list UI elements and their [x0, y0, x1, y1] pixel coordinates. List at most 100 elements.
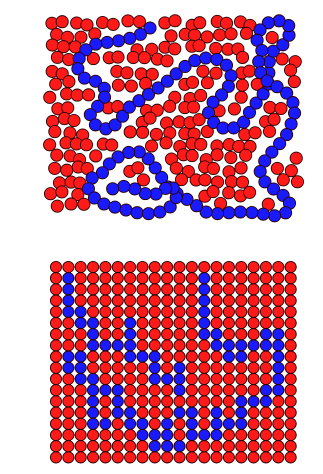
solvent-particle: [44, 91, 56, 103]
solvent-particle: [125, 373, 136, 384]
polymer-bead: [174, 407, 185, 418]
solvent-particle: [174, 351, 185, 362]
solvent-particle: [75, 452, 86, 463]
solvent-particle: [137, 126, 149, 138]
solvent-particle: [50, 396, 61, 407]
polymer-bead: [129, 183, 141, 195]
solvent-particle: [50, 418, 61, 429]
polymer-bead: [87, 373, 98, 384]
polymer-bead: [137, 351, 148, 362]
solvent-particle: [100, 273, 111, 284]
solvent-particle: [199, 261, 210, 272]
polymer-bead: [223, 418, 234, 429]
solvent-particle: [63, 418, 74, 429]
solvent-particle: [273, 273, 284, 284]
solvent-particle: [100, 441, 111, 452]
solvent-particle: [284, 64, 296, 76]
polymer-bead: [125, 418, 136, 429]
polymer-bead: [112, 407, 123, 418]
solvent-particle: [149, 306, 160, 317]
solvent-particle: [75, 441, 86, 452]
solvent-particle: [87, 362, 98, 373]
polymer-bead: [174, 373, 185, 384]
solvent-particle: [50, 295, 61, 306]
solvent-particle: [133, 16, 145, 28]
solvent-particle: [75, 284, 86, 295]
solvent-particle: [112, 261, 123, 272]
solvent-particle: [260, 452, 271, 463]
polymer-bead: [63, 295, 74, 306]
solvent-particle: [186, 351, 197, 362]
polymer-bead: [125, 340, 136, 351]
polymer-bead: [211, 429, 222, 440]
polymer-bead: [211, 418, 222, 429]
solvent-particle: [125, 261, 136, 272]
solvent-particle: [112, 306, 123, 317]
solvent-particle: [260, 441, 271, 452]
solvent-particle: [100, 452, 111, 463]
solvent-particle: [137, 407, 148, 418]
solvent-particle: [240, 27, 252, 39]
polymer-bead: [257, 208, 269, 220]
solvent-particle: [223, 396, 234, 407]
solvent-particle: [207, 162, 219, 174]
solvent-particle: [285, 418, 296, 429]
solvent-particle: [122, 15, 134, 27]
solvent-particle: [50, 284, 61, 295]
solvent-particle: [291, 176, 303, 188]
polymer-bead: [162, 373, 173, 384]
solvent-particle: [87, 273, 98, 284]
polymer-bead: [75, 306, 86, 317]
polymer-bead: [273, 15, 285, 27]
solvent-particle: [174, 418, 185, 429]
solvent-particle: [236, 317, 247, 328]
solvent-particle: [100, 306, 111, 317]
solvent-particle: [211, 362, 222, 373]
solvent-particle: [100, 362, 111, 373]
solvent-particle: [75, 273, 86, 284]
solvent-particle: [63, 340, 74, 351]
solvent-particle: [248, 284, 259, 295]
solvent-particle: [248, 295, 259, 306]
solvent-particle: [149, 385, 160, 396]
solvent-particle: [169, 15, 181, 27]
solvent-particle: [87, 441, 98, 452]
solvent-particle: [162, 452, 173, 463]
solvent-particle: [44, 188, 56, 200]
solvent-particle: [260, 429, 271, 440]
polymer-bead: [87, 385, 98, 396]
solvent-particle: [243, 65, 255, 77]
solvent-particle: [248, 362, 259, 373]
solvent-particle: [63, 407, 74, 418]
solvent-particle: [225, 28, 237, 40]
polymer-bead: [236, 396, 247, 407]
solvent-particle: [138, 52, 150, 64]
solvent-particle: [125, 385, 136, 396]
solvent-particle: [273, 284, 284, 295]
solvent-particle: [50, 362, 61, 373]
solvent-particle: [273, 452, 284, 463]
polymer-bead: [162, 418, 173, 429]
solvent-particle: [271, 162, 283, 174]
solvent-particle: [50, 273, 61, 284]
solvent-particle: [285, 452, 296, 463]
solvent-particle: [236, 273, 247, 284]
solvent-particle: [112, 441, 123, 452]
solvent-particle: [248, 273, 259, 284]
solvent-particle: [50, 351, 61, 362]
solvent-particle: [112, 452, 123, 463]
solvent-particle: [199, 385, 210, 396]
polymer-bead: [236, 351, 247, 362]
solvent-particle: [174, 452, 185, 463]
polymer-bead: [246, 206, 258, 218]
solvent-particle: [149, 407, 160, 418]
polymer-bead: [211, 407, 222, 418]
solvent-particle: [273, 418, 284, 429]
solvent-particle: [174, 340, 185, 351]
solvent-particle: [75, 418, 86, 429]
solvent-particle: [285, 373, 296, 384]
solvent-particle: [137, 441, 148, 452]
solvent-particle: [211, 385, 222, 396]
solvent-particle: [100, 407, 111, 418]
solvent-particle: [149, 284, 160, 295]
